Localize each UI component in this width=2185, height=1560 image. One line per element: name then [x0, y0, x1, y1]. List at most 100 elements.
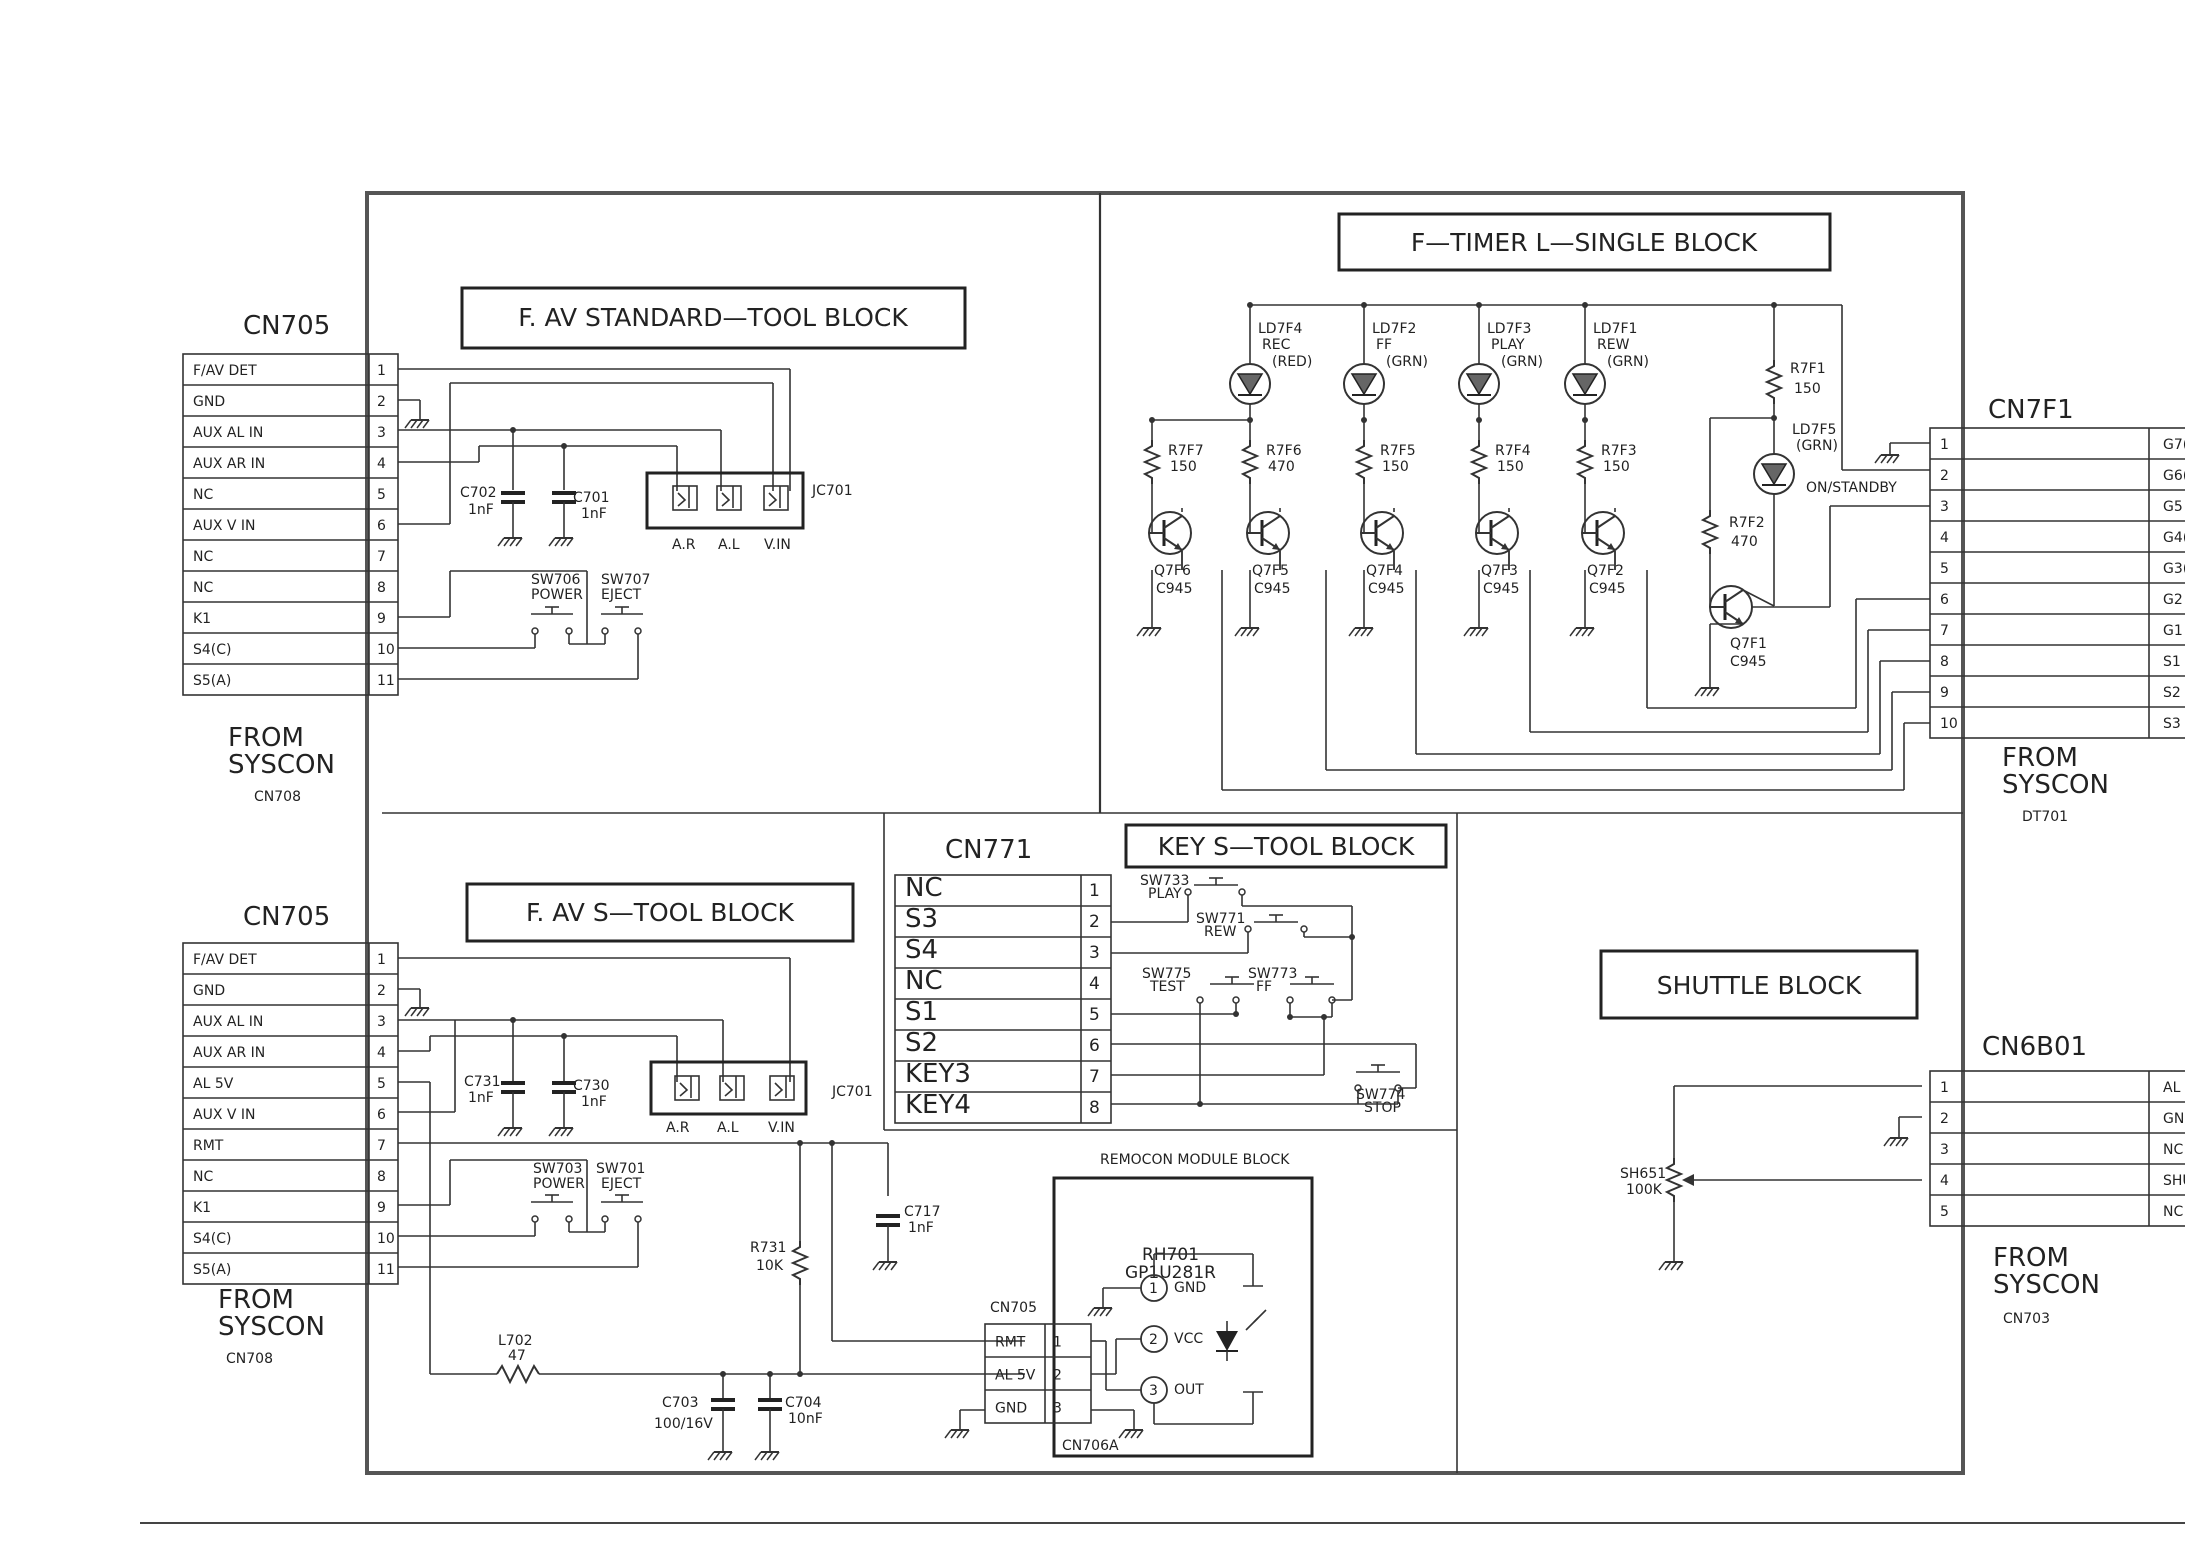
- bl-pin-label: GND: [193, 983, 225, 999]
- ft-pin-label: G7(GND): [2163, 437, 2185, 453]
- resistor-name: R7F4: [1495, 443, 1531, 459]
- key-switch-label: PLAY: [1148, 886, 1182, 902]
- bl-source-label: CN708: [226, 1351, 273, 1367]
- tl-pin-label: F/AV DET: [193, 363, 257, 379]
- bl-pin-label: RMT: [193, 1138, 224, 1154]
- tl-sw706-name: SW706: [531, 572, 581, 588]
- ld7f5-name: LD7F5: [1792, 422, 1836, 438]
- bl-c704-value: 10nF: [788, 1411, 823, 1427]
- tl-pin-label: S5(A): [193, 673, 231, 689]
- led-func: REC: [1262, 337, 1291, 353]
- resistor-value: 470: [1268, 459, 1295, 475]
- bl-pin-label: AUX AL IN: [193, 1014, 263, 1030]
- ft-pin-number: 4: [1940, 530, 1949, 546]
- tl-pin-number: 8: [377, 580, 386, 596]
- bl-from-label: FROM: [218, 1285, 294, 1315]
- ft-syscon-label: SYSCON: [2002, 770, 2109, 800]
- key-stool-title-box: [1124, 823, 1448, 869]
- sh-pin-label: NC: [2163, 1142, 2183, 1158]
- bl-pin-label: S4(C): [193, 1231, 232, 1247]
- bl-jack-label: JC701: [831, 1084, 873, 1100]
- transistor-symbol: [1708, 584, 1754, 630]
- transistor-name: Q7F2: [1587, 563, 1624, 579]
- r7f2-value: 470: [1731, 534, 1758, 550]
- rm-pin-label: RMT: [995, 1334, 1026, 1350]
- led-color: (GRN): [1607, 354, 1649, 370]
- key-switch-name: SW771: [1196, 911, 1245, 927]
- bl-pin-label: NC: [193, 1169, 213, 1185]
- resistor-value: 150: [1170, 459, 1197, 475]
- key-switch-label: TEST: [1149, 979, 1185, 995]
- tl-pin-label: AUX V IN: [193, 518, 256, 534]
- resistor-name: R7F7: [1168, 443, 1204, 459]
- key-pin-label: S2: [905, 1028, 938, 1058]
- bl-c703-value: 100/16V: [654, 1416, 713, 1432]
- transistor-name: Q7F6: [1154, 563, 1191, 579]
- tl-pin-number: 4: [377, 456, 386, 472]
- key-pin-label: KEY4: [905, 1090, 971, 1120]
- resistor-symbol: [1144, 439, 1160, 485]
- resistor-symbol: [1577, 439, 1593, 485]
- resistor-name: R7F3: [1601, 443, 1637, 459]
- ft-pin-number: 10: [1940, 716, 1958, 732]
- bl-c704-name: C704: [785, 1395, 822, 1411]
- sh-pin-label: AL 5V: [2163, 1080, 2185, 1096]
- led-name: LD7F1: [1593, 321, 1637, 337]
- tl-pin-number: 2: [377, 394, 386, 410]
- rh-part: GP1U281R: [1125, 1263, 1216, 1283]
- led-symbol: [1458, 363, 1500, 405]
- tl-pin-label: GND: [193, 394, 225, 410]
- ftimer-connector-label: CN7F1: [1988, 395, 2074, 425]
- resistor-value: 150: [1497, 459, 1524, 475]
- tl-sw707-name: SW707: [601, 572, 650, 588]
- key-pin-number: 8: [1089, 1098, 1100, 1118]
- tl-c702-value: 1nF: [468, 502, 494, 518]
- rh-name: RH701: [1142, 1245, 1199, 1265]
- ft-pin-label: G3(NC): [2163, 561, 2185, 577]
- ft-pin-label: G2: [2163, 592, 2183, 608]
- key-pin-label: S3: [905, 904, 938, 934]
- tl-pin-number: 11: [377, 673, 395, 689]
- ft-pin-label: G1: [2163, 623, 2183, 639]
- tl-pin-label: K1: [193, 611, 211, 627]
- bl-c703-name: C703: [662, 1395, 699, 1411]
- led-name: LD7F2: [1372, 321, 1416, 337]
- tl-pin-number: 9: [377, 611, 386, 627]
- sh-pot-value: 100K: [1626, 1182, 1663, 1198]
- sh-pin-label: SHUTTLE: [2163, 1173, 2185, 1189]
- transistor-type: C945: [1483, 581, 1520, 597]
- tl-pin-label: AUX AL IN: [193, 425, 263, 441]
- rh-pin1-num: 1: [1149, 1281, 1158, 1297]
- tl-pin-number: 6: [377, 518, 386, 534]
- bl-pin-number: 3: [377, 1014, 386, 1030]
- ld7f5-color: (GRN): [1796, 438, 1838, 454]
- key-pin-label: NC: [905, 873, 943, 903]
- key-pin-number: 3: [1089, 943, 1100, 963]
- led-color: (RED): [1272, 354, 1312, 370]
- key-pin-label: S4: [905, 935, 938, 965]
- fav-standard-title-box: [460, 286, 967, 350]
- remocon-conn-label: CN705: [990, 1300, 1037, 1316]
- led-symbol: [1753, 453, 1795, 495]
- sh-source-label: CN703: [2003, 1311, 2050, 1327]
- transistor-symbol: [1359, 510, 1405, 556]
- bl-r731-name: R731: [750, 1240, 786, 1256]
- shuttle-connector-label: CN6B01: [1982, 1032, 2087, 1062]
- bl-pin-label: S5(A): [193, 1262, 231, 1278]
- bl-pin-number: 9: [377, 1200, 386, 1216]
- key-switch-label: REW: [1204, 924, 1237, 940]
- resistor-symbol: [1356, 439, 1372, 485]
- sh-pot-name: SH651: [1620, 1166, 1666, 1182]
- bl-pin-label: F/AV DET: [193, 952, 257, 968]
- tl-pin-label: NC: [193, 580, 213, 596]
- bl-pin-number: 4: [377, 1045, 386, 1061]
- resistor-name: R7F6: [1266, 443, 1302, 459]
- tl-c701-value: 1nF: [581, 506, 607, 522]
- bl-sw701-label: EJECT: [601, 1176, 642, 1192]
- sh-pin-label: GND: [2163, 1111, 2185, 1127]
- sh-table-border: [1929, 1070, 2185, 1227]
- tl-pin-number: 10: [377, 642, 395, 658]
- rh-pin3-num: 3: [1149, 1383, 1158, 1399]
- r7f1-value: 150: [1794, 381, 1821, 397]
